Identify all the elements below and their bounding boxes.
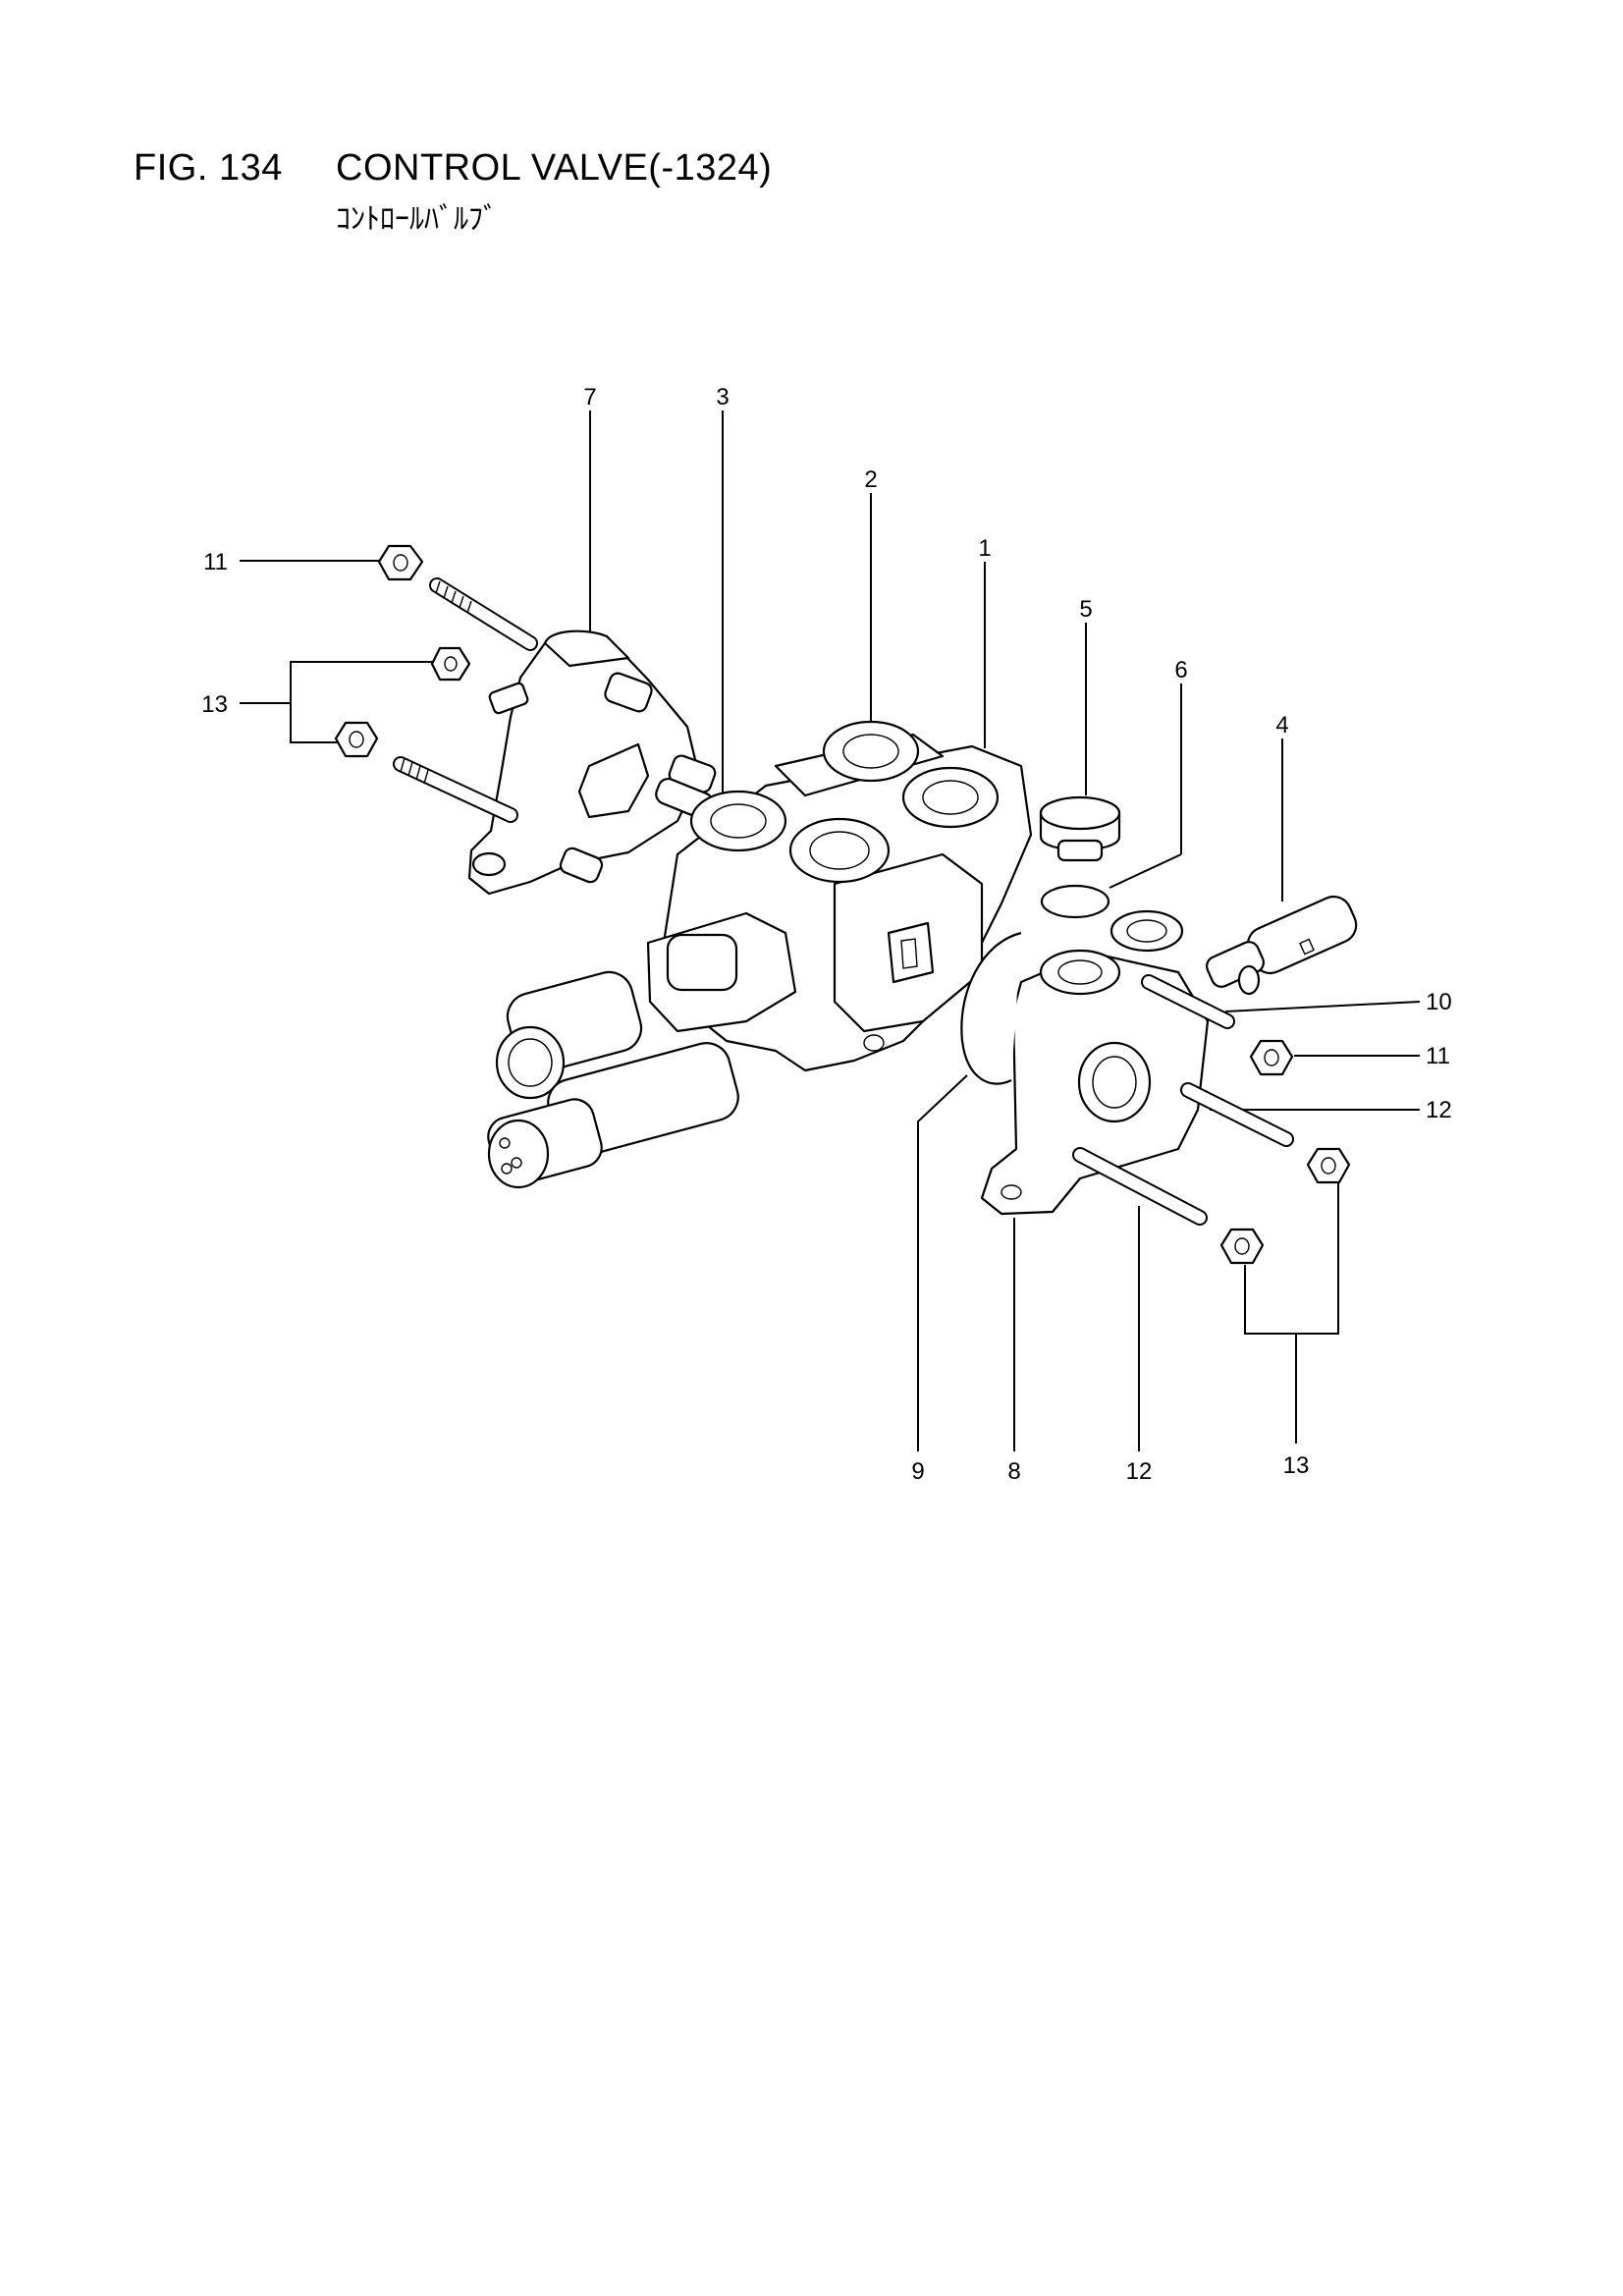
- figure-number: FIG. 134: [134, 147, 283, 189]
- hex-nut-13-top-b: [334, 721, 379, 758]
- callout-13-top: 13: [201, 691, 228, 718]
- figure-subtitle: ｺﾝﾄﾛｰﾙﾊﾞﾙﾌﾞ: [336, 202, 498, 237]
- callout-8: 8: [1007, 1458, 1020, 1485]
- stud-part-12-lower: [1072, 1147, 1208, 1226]
- callout-13-bottom: 13: [1283, 1452, 1310, 1479]
- spool-solenoid-part-3: [487, 911, 797, 1189]
- callout-11-top: 11: [203, 549, 228, 575]
- plug-part-5: [1039, 795, 1121, 862]
- callout-3: 3: [716, 384, 729, 410]
- hex-nut-11-right: [1249, 1039, 1294, 1076]
- hex-nut-13-bottom-a: [1306, 1147, 1351, 1184]
- gasket-part-9: [960, 931, 1022, 1085]
- long-stud-top: [429, 577, 538, 651]
- stud-part-10: [1141, 974, 1235, 1029]
- callout-10: 10: [1426, 989, 1452, 1015]
- callout-labels: 7 3 2 1 11 5 6 13 4 10 11 12 9 8 12 13: [201, 384, 1451, 1485]
- short-stud: [488, 682, 529, 715]
- figure-title: CONTROL VALVE(-1324): [336, 147, 773, 189]
- callout-9: 9: [911, 1458, 924, 1485]
- callout-7: 7: [583, 384, 596, 410]
- hex-nut-11-top: [377, 544, 424, 581]
- stud-part-12-upper: [1180, 1082, 1294, 1147]
- long-stud-bottom: [393, 756, 518, 823]
- callout-1: 1: [978, 535, 991, 562]
- callout-11-right: 11: [1426, 1043, 1450, 1069]
- leader-lines: [240, 410, 1421, 1451]
- callout-2: 2: [864, 466, 877, 493]
- callout-12-right: 12: [1426, 1097, 1452, 1123]
- hex-nut-13-bottom-b: [1219, 1228, 1265, 1265]
- o-ring-part-6: [1040, 884, 1110, 919]
- hex-nut-13-top-a: [430, 646, 471, 682]
- callout-12-bottom: 12: [1126, 1458, 1153, 1485]
- callout-6: 6: [1174, 657, 1187, 683]
- callout-5: 5: [1079, 596, 1092, 623]
- parts: [334, 544, 1358, 1265]
- end-cover-part-8: [980, 909, 1210, 1216]
- callout-4: 4: [1275, 712, 1288, 738]
- sensor-part-4: [1206, 895, 1358, 996]
